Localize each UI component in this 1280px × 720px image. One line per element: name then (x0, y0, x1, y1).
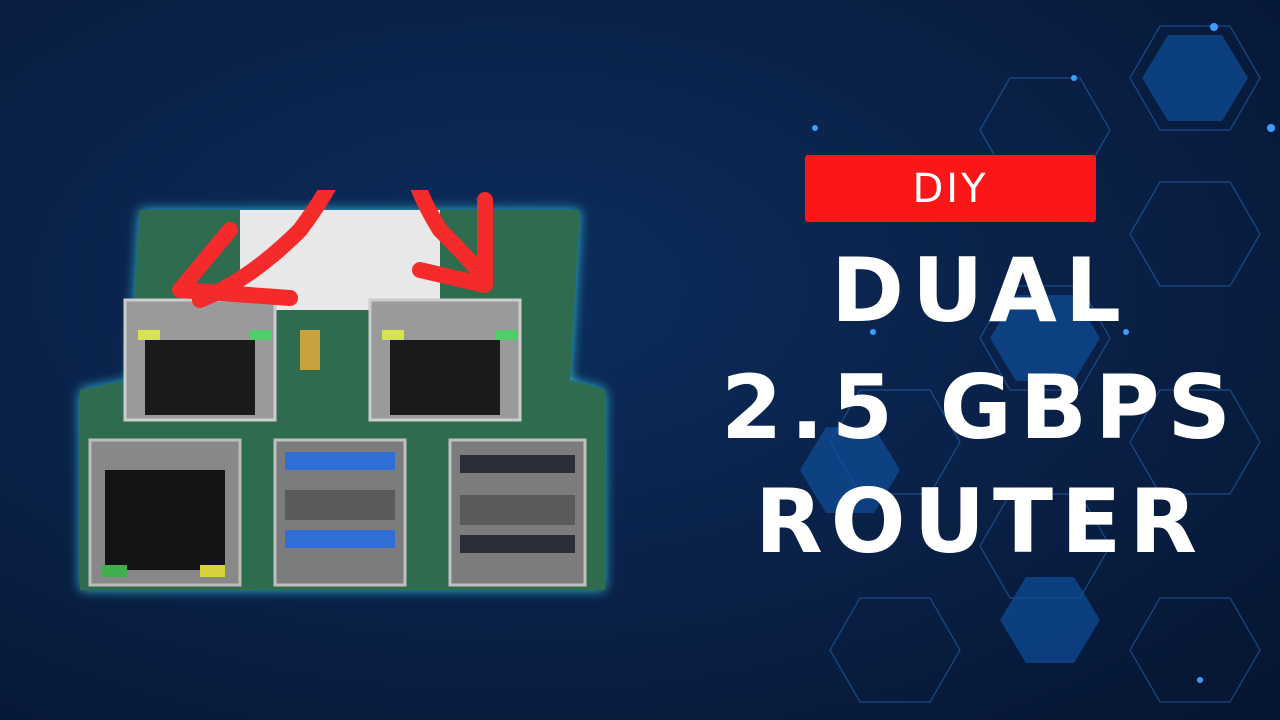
red-arrow-left (172, 190, 336, 308)
diy-badge: DIY (805, 155, 1096, 222)
red-arrow-right (410, 190, 493, 293)
title-line-router: ROUTER (755, 470, 1205, 573)
router-board-photo (80, 190, 605, 590)
title-line-dual: DUAL (831, 239, 1129, 342)
title-line-speed: 2.5 GBPS (721, 356, 1239, 459)
